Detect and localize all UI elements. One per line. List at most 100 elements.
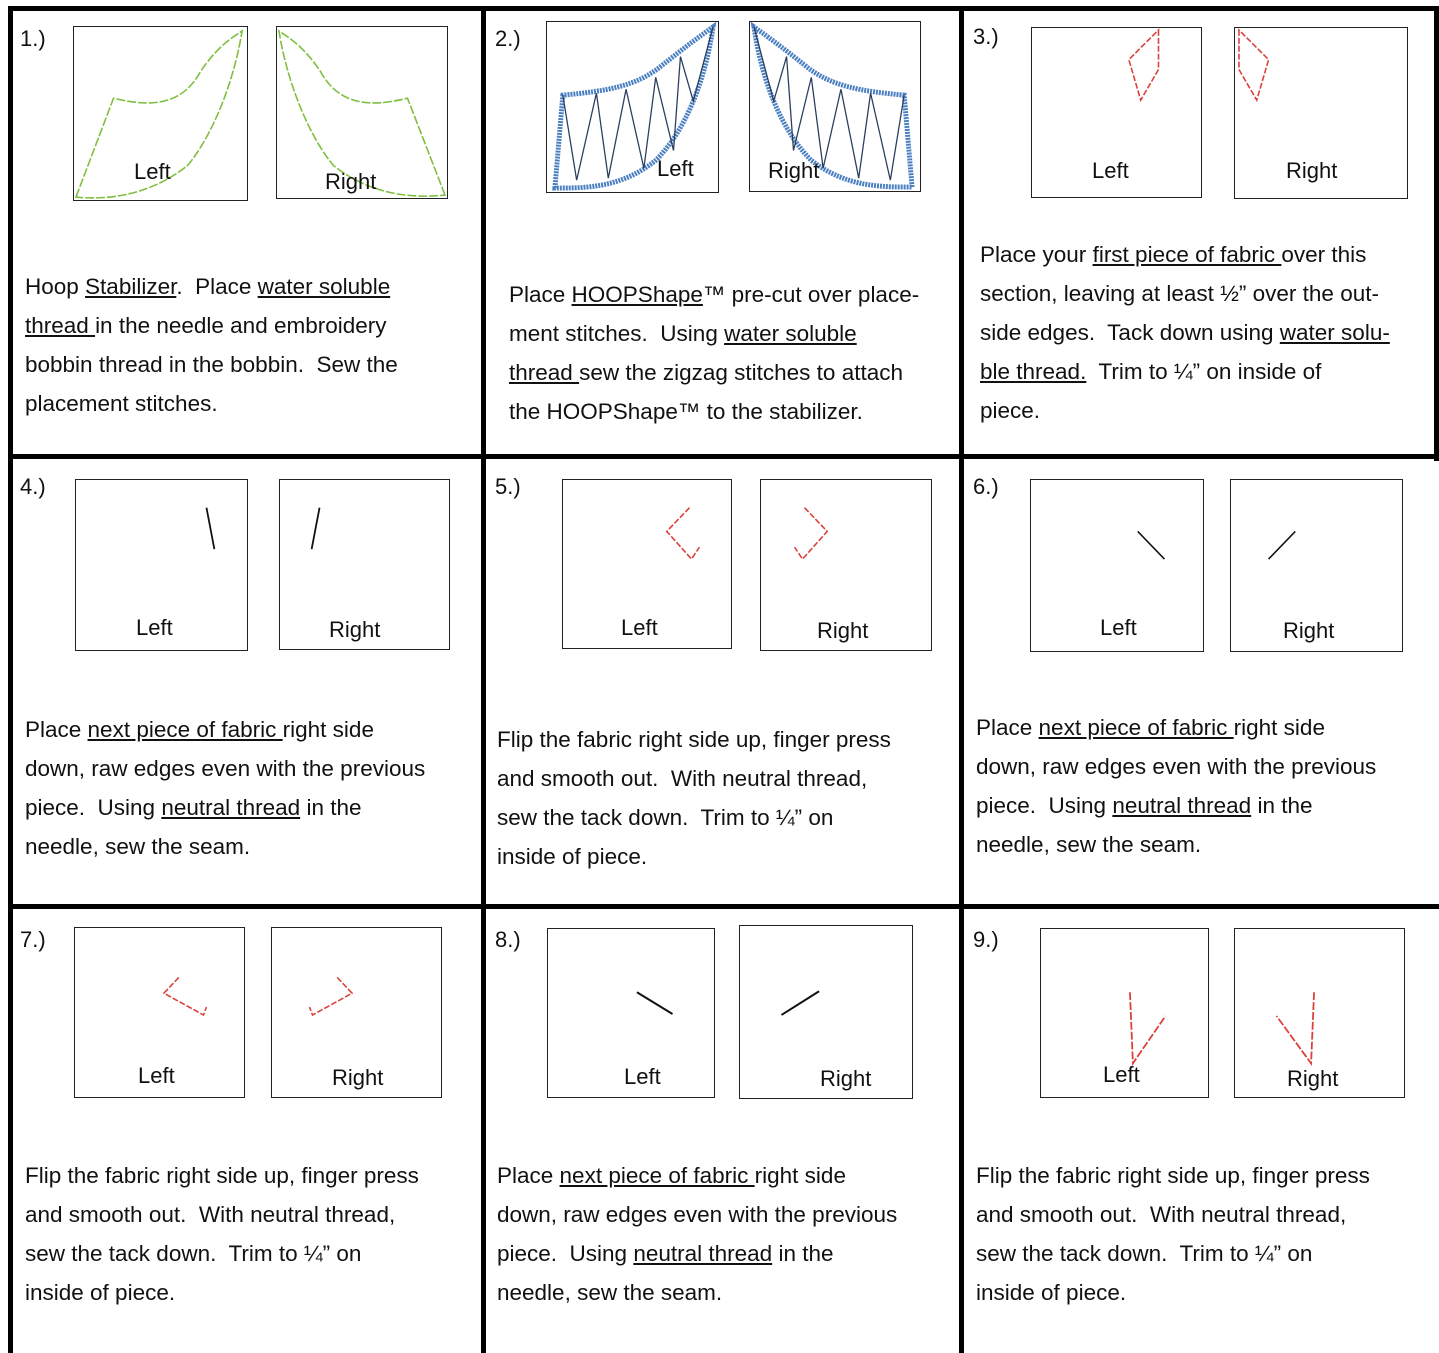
desc-line: Place your first piece of fabric over th… [980, 235, 1425, 274]
text-segment: Place your [980, 242, 1093, 267]
right-diagram: Right [271, 927, 442, 1098]
text-segment: over this [1281, 242, 1367, 267]
right-label: Right [817, 618, 869, 643]
left-label: Left [1100, 615, 1137, 640]
seam-line [636, 991, 674, 1015]
text-segment: side edges. Tack down using [980, 320, 1280, 345]
v-shape-outline [1275, 992, 1315, 1066]
right-label: Right [820, 1066, 872, 1091]
text-segment: Place [509, 282, 572, 307]
curved-shape-outline [74, 29, 244, 199]
right-label: Right [329, 617, 381, 642]
desc-line: the HOOPShape™ to the stabilizer. [509, 392, 949, 431]
text-segment: section, leaving at least ½” over the ou… [980, 281, 1379, 306]
text-segment: right side [282, 717, 374, 742]
left-diagram: Left [562, 479, 732, 649]
text-segment: and smooth out. With neutral thread, [25, 1202, 396, 1227]
underlined-text: first piece of fabric [1092, 242, 1282, 267]
text-segment: right side [754, 1163, 846, 1188]
desc-line: and smooth out. With neutral thread, [976, 1195, 1426, 1234]
text-segment: sew the tack down. Trim to ¼” on [497, 805, 834, 830]
left-diagram: Left [1040, 928, 1209, 1098]
text-segment: down, raw edges even with the previous [497, 1202, 898, 1227]
text-segment: sew the tack down. Trim to ¼” on [25, 1241, 362, 1266]
text-segment: piece. Using [976, 793, 1113, 818]
step-description: Place next piece of fabric right side do… [497, 1156, 947, 1312]
grid-line [959, 6, 964, 1353]
underlined-text: Stabilizer [85, 274, 177, 299]
triangle-outline [1238, 28, 1270, 103]
desc-line: side edges. Tack down using water solu- [980, 313, 1425, 352]
text-segment: inside of piece. [25, 1280, 176, 1305]
text-segment: . Place [176, 274, 258, 299]
desc-line: ble thread. Trim to ¼” on inside of [980, 352, 1425, 391]
right-diagram: Right [279, 479, 450, 650]
desc-line: ment stitches. Using water soluble [509, 314, 949, 353]
right-diagram: Right [1234, 928, 1405, 1098]
seam-line [1267, 530, 1296, 560]
desc-line: bobbin thread in the bobbin. Sew the [25, 345, 470, 384]
left-label: Left [657, 156, 694, 181]
right-label: Right [332, 1065, 384, 1090]
underlined-text: next piece of fabric [87, 717, 283, 742]
right-label: Right [1286, 158, 1338, 183]
left-label: Left [136, 615, 173, 640]
text-segment: needle, sew the seam. [25, 834, 251, 859]
desc-line: piece. Using neutral thread in the [976, 786, 1426, 825]
left-diagram: Left [546, 21, 719, 193]
desc-line: piece. Using neutral thread in the [25, 788, 470, 827]
step-number: 4.) [20, 474, 46, 499]
text-segment: in the needle and embroidery [95, 313, 387, 338]
desc-line: down, raw edges even with the previous [25, 749, 470, 788]
seam-line [205, 507, 216, 550]
text-segment: inside of piece. [976, 1280, 1127, 1305]
right-diagram: Right [749, 21, 921, 192]
left-label: Left [1092, 158, 1129, 183]
right-label: Right [1287, 1066, 1339, 1091]
text-segment: in the [772, 1241, 834, 1266]
desc-line: needle, sew the seam. [25, 827, 470, 866]
step-number: 3.) [973, 24, 999, 49]
left-diagram: Left [73, 26, 248, 201]
desc-line: Flip the fabric right side up, finger pr… [25, 1156, 475, 1195]
right-label: Right [1283, 618, 1335, 643]
desc-line: Place next piece of fabric right side [976, 708, 1426, 747]
desc-line: section, leaving at least ½” over the ou… [980, 274, 1425, 313]
text-segment: inside of piece. [497, 844, 648, 869]
left-diagram: Left [75, 479, 248, 651]
text-segment: Place [25, 717, 88, 742]
text-segment: needle, sew the seam. [497, 1280, 723, 1305]
triangle-outline [1127, 28, 1160, 103]
desc-line: sew the tack down. Trim to ¼” on [25, 1234, 475, 1273]
left-label: Left [138, 1063, 175, 1088]
left-diagram: Left [1031, 27, 1202, 198]
right-label: Right [768, 158, 820, 183]
desc-line: Place next piece of fabric right side [497, 1156, 947, 1195]
step-number: 2.) [495, 26, 521, 51]
text-segment: placement stitches. [25, 391, 218, 416]
desc-line: inside of piece. [976, 1273, 1426, 1312]
tack-down-outline [665, 507, 701, 561]
text-segment: Place [976, 715, 1039, 740]
curved-shape-outline [277, 29, 447, 197]
zigzag-shape [552, 22, 717, 191]
underlined-text: water soluble [257, 274, 391, 299]
text-segment: piece. Using [497, 1241, 634, 1266]
desc-line: Place HOOPShape™ pre-cut over place- [509, 275, 949, 314]
v-shape-outline [1129, 992, 1167, 1067]
step-description: Place HOOPShape™ pre-cut over place- men… [509, 275, 949, 431]
seam-line [780, 990, 820, 1016]
desc-line: sew the tack down. Trim to ¼” on [976, 1234, 1426, 1273]
left-label: Left [134, 159, 171, 184]
underlined-text: thread [25, 313, 96, 338]
step-description: Flip the fabric right side up, finger pr… [497, 720, 947, 876]
text-segment: ment stitches. Using [509, 321, 725, 346]
step-description: Flip the fabric right side up, finger pr… [25, 1156, 475, 1312]
right-diagram: Right [739, 925, 913, 1099]
grid-line [1434, 6, 1439, 461]
text-segment: Flip the fabric right side up, finger pr… [25, 1163, 419, 1188]
desc-line: inside of piece. [25, 1273, 475, 1312]
text-segment: piece. [980, 398, 1041, 423]
step-description: Hoop Stabilizer. Place water soluble thr… [25, 267, 470, 423]
